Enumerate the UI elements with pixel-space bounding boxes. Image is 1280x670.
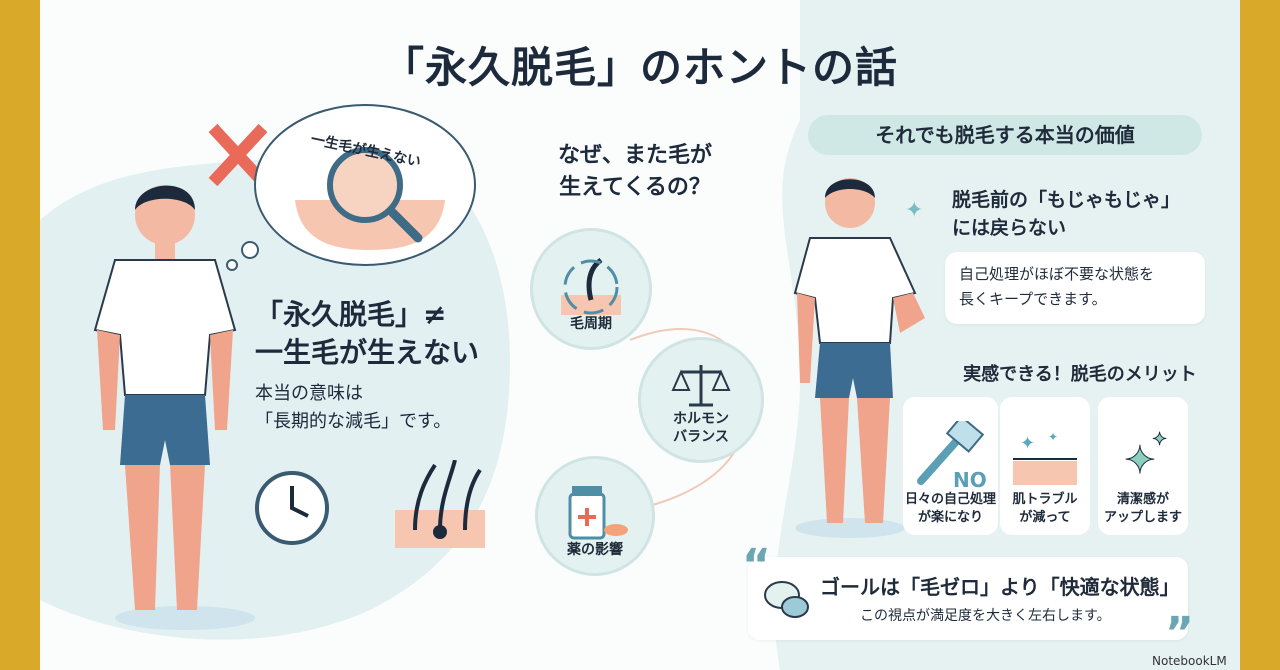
skin-sparkle-icon: ✦✦: [1013, 430, 1077, 485]
value-desc-line2: 長くキープできます。: [959, 290, 1107, 308]
cause-hormone-balance: ホルモン バランス: [638, 337, 764, 463]
value-line1: 脱毛前の「もじゃもじゃ」: [952, 189, 1181, 211]
close-quote-icon: ”: [1165, 608, 1194, 659]
open-quote-icon: “: [742, 540, 771, 591]
hair-follicle-icon: [395, 460, 485, 548]
speech-bubbles-icon: [764, 581, 809, 618]
balance-scale-icon: [671, 365, 731, 407]
notebooklm-watermark: NotebookLM: [1152, 654, 1227, 668]
cause-label: 薬の影響: [567, 542, 623, 558]
question-line1: なぜ、また毛が: [557, 143, 712, 168]
razor-icon: NO: [916, 421, 987, 491]
headline-line1: 「永久脱毛」≠: [255, 298, 447, 331]
merit-card: ✦✦ 肌トラブル が減って: [1000, 397, 1090, 535]
magnifier-icon: [327, 147, 403, 223]
merit-line1: 肌トラブル: [1012, 492, 1078, 507]
no-badge: NO: [953, 468, 987, 491]
merit-line2: アップします: [1103, 510, 1182, 525]
question-line2: 生えてくるの？: [559, 175, 711, 200]
sub-line1: 本当の意味は: [255, 383, 363, 404]
merit-line2: が減って: [1019, 510, 1071, 525]
svg-text:✦: ✦: [1048, 430, 1058, 444]
merits-title: 実感できる！脱毛のメリット: [963, 364, 1197, 385]
cause-label: ホルモン バランス: [673, 411, 729, 445]
cause-label: 毛周期: [570, 316, 612, 332]
quote-main: ゴールは「毛ゼロ」より「快適な状態」: [820, 575, 1180, 599]
merit-line1: 清潔感が: [1116, 492, 1169, 507]
value-description-card: 自己処理がほぼ不要な状態を 長くキープできます。: [945, 252, 1205, 324]
merit-line2: が楽になり: [917, 510, 983, 525]
headline-line2: 一生毛が生えない: [255, 336, 480, 369]
thought-bubble: [226, 104, 476, 271]
svg-text:✦: ✦: [1152, 429, 1167, 450]
value-desc-line1: 自己処理がほぼ不要な状態を: [959, 265, 1155, 283]
merit-card: ✦✦ 清潔感が アップします: [1098, 397, 1188, 535]
merit-card: NO 日々の自己処理 が楽になり: [903, 397, 998, 535]
value-line2: には戻らない: [952, 217, 1067, 239]
sparkle-icon: ✦: [905, 198, 924, 223]
person-smooth-illustration: [793, 178, 925, 523]
hair-cycle-icon: [561, 257, 621, 315]
person-hairy-illustration: [93, 185, 237, 610]
svg-text:✦: ✦: [1020, 433, 1035, 454]
quote-card: ゴールは「毛ゼロ」より「快適な状態」 この視点が満足度を大きく左右します。: [748, 557, 1188, 640]
cause-medicine: 薬の影響: [535, 456, 655, 576]
sparkle-icon: ✦✦: [1124, 429, 1168, 483]
sub-line2: 「長期的な減毛」です。: [255, 411, 452, 432]
section-header: それでも脱毛する本当の価値: [808, 115, 1202, 155]
page-title: 「永久脱毛」のホントの話: [381, 43, 898, 92]
merit-line1: 日々の自己処理: [904, 492, 996, 507]
quote-sub: この視点が満足度を大きく左右します。: [860, 608, 1111, 624]
cause-hair-cycle: 毛周期: [530, 228, 652, 350]
svg-text:✦: ✦: [1124, 438, 1156, 482]
medicine-bottle-icon: [568, 486, 628, 540]
infographic: 「永久脱毛」のホントの話 一生毛が生えない 「永久脱毛」≠ 一生毛が生えない 本…: [40, 0, 1240, 670]
clock-icon: [255, 471, 329, 545]
